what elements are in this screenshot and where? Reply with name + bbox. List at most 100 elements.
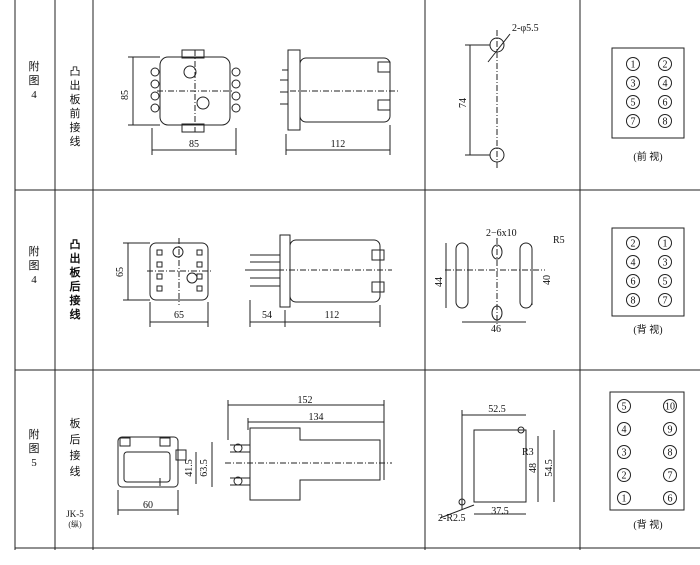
terminal-number: 3 — [663, 258, 668, 269]
dim-r3-bottom: 37.5 — [491, 506, 509, 517]
row1-wiring-char: 接 — [69, 122, 81, 134]
row1-wiring-char: 板 — [69, 94, 81, 106]
terminal-number: 3 — [622, 448, 627, 459]
terminal-number: 4 — [631, 258, 636, 269]
terminal-number: 8 — [668, 448, 673, 459]
view-labels: (前 视) (背 视) (背 视) — [633, 150, 662, 531]
terminal-number: 10 — [665, 402, 675, 413]
terminal-circle — [617, 468, 631, 482]
terminal-circle — [658, 95, 672, 109]
dim-r3-body: 134 — [309, 412, 324, 423]
dim-r2-front: 54 — [262, 310, 272, 321]
terminal-circle — [658, 236, 672, 250]
row1-wiring-char: 凸 — [69, 66, 81, 78]
terminal-number: 1 — [631, 60, 636, 71]
dim-r1-height: 85 — [120, 90, 131, 100]
terminal-circle — [617, 491, 631, 505]
terminal-circle — [658, 57, 672, 71]
dim-r2-height: 65 — [115, 267, 126, 277]
terminal-number: 3 — [631, 79, 636, 90]
terminal-number: 8 — [631, 296, 636, 307]
terminal-number: 1 — [622, 494, 627, 505]
view-label-r2: (背 视) — [633, 323, 662, 336]
terminal-number: 6 — [663, 98, 668, 109]
row1-side-char: 附 — [28, 61, 40, 73]
dim-r3-h2: 54.5 — [544, 459, 555, 477]
row3-wiring-char: 接 — [69, 450, 81, 462]
row2-panel-cutout — [445, 238, 545, 325]
dim-r3-h1: 48 — [528, 463, 539, 473]
row1-side-view — [280, 49, 400, 155]
row1-side-label: 附 图 4 — [27, 60, 41, 102]
terminal-number: 4 — [663, 79, 668, 90]
terminal-number: 6 — [631, 277, 636, 288]
row2-wiring-char: 板 — [69, 267, 81, 279]
row3-wiring-label: 板 后 接 线 — [68, 416, 82, 480]
dim-r2-inner: 40 — [542, 275, 553, 285]
row2-wiring-char: 凸 — [69, 239, 81, 251]
terminal-circle — [663, 445, 677, 459]
terminal-number: 1 — [663, 239, 668, 250]
row2-front-view — [123, 238, 212, 327]
terminal-number: 7 — [663, 296, 668, 307]
terminal-number: 4 — [622, 425, 627, 436]
terminal-circle — [658, 255, 672, 269]
terminal-number: 7 — [668, 471, 673, 482]
terminal-circle — [663, 399, 677, 413]
terminal-number: 2 — [631, 239, 636, 250]
row2-side-view — [245, 234, 392, 327]
dim-r2-slot: 2−6x10 — [486, 228, 517, 239]
row1-terminal-box — [611, 47, 685, 139]
row3-front-view — [117, 436, 213, 515]
dim-r1-length: 112 — [331, 139, 346, 150]
row2-wiring-label: 凸 出 板 后 接 线 — [68, 238, 82, 322]
row1-wiring-char: 线 — [69, 136, 81, 148]
terminal-number: 5 — [631, 98, 636, 109]
row3-panel-cutout — [439, 410, 555, 519]
terminal-number: 6 — [668, 494, 673, 505]
terminal-circle — [626, 76, 640, 90]
terminal-number: 9 — [668, 425, 673, 436]
row1-front-view — [128, 49, 241, 155]
row3-side-label: 附 图 5 — [27, 428, 41, 470]
row3-side-char: 图 — [28, 443, 40, 455]
terminal-circle — [663, 468, 677, 482]
row2-wiring-char: 出 — [69, 253, 81, 265]
row3-terminal-box — [609, 391, 685, 511]
terminal-circle — [626, 114, 640, 128]
terminal-number: 2 — [622, 471, 627, 482]
terminal-circle — [626, 293, 640, 307]
dim-r3-cut-width: 52.5 — [488, 404, 506, 415]
row2-side-char: 图 — [28, 260, 40, 272]
terminal-circle — [658, 114, 672, 128]
row1-panel-cutout — [465, 30, 511, 170]
row2-terminal-box — [611, 227, 685, 317]
row2-side-char: 附 — [28, 246, 40, 258]
terminal-circle — [663, 491, 677, 505]
terminal-circle — [617, 399, 631, 413]
row3-model-sub: (纵) — [68, 520, 82, 529]
dim-r1-width: 85 — [189, 139, 199, 150]
row1-wiring-char: 前 — [69, 108, 81, 120]
terminal-number: 7 — [631, 117, 636, 128]
row3-side-char: 附 — [28, 429, 40, 441]
terminal-circle — [658, 274, 672, 288]
terminal-circle — [626, 236, 640, 250]
dim-r3-holes: 2-R2.5 — [438, 513, 466, 524]
dim-r2-radius: R5 — [553, 235, 565, 246]
terminal-circle — [626, 95, 640, 109]
terminal-circle — [617, 422, 631, 436]
row2-side-char: 4 — [31, 274, 37, 286]
terminal-circle — [663, 422, 677, 436]
terminal-circle — [658, 76, 672, 90]
dim-r3-h2: 63.5 — [199, 459, 210, 477]
view-label-r3: (背 视) — [633, 518, 662, 531]
terminal-number: 5 — [622, 402, 627, 413]
dim-r3-radius: R3 — [522, 447, 534, 458]
dim-r2-length: 112 — [325, 310, 340, 321]
row1-wiring-char: 出 — [69, 80, 81, 92]
dim-r2-cut-width: 46 — [491, 324, 501, 335]
